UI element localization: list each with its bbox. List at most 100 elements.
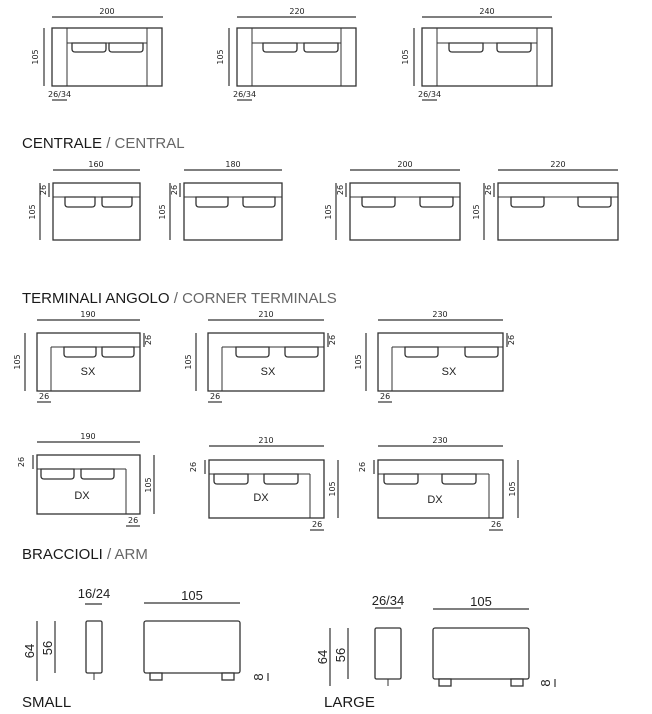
back-label: 26 — [358, 462, 367, 472]
arm-foot — [149, 672, 163, 681]
corner-dx-3: 230 26 105 DX 26 — [358, 436, 519, 531]
arm-label: 26 — [39, 392, 49, 401]
arm-foot — [221, 672, 235, 681]
arm-label: 26/34 — [418, 90, 441, 99]
back-label: 26 — [484, 185, 493, 195]
seat-cushion — [71, 42, 107, 53]
width-label: 190 — [80, 432, 95, 441]
central-3: 200 105 26 — [324, 160, 461, 241]
arm-foot — [510, 678, 524, 687]
central-1: 160 105 26 — [28, 160, 141, 241]
seat-cushion — [448, 42, 484, 53]
width-label: 200 — [99, 7, 114, 16]
central-4: 220 105 26 — [472, 160, 619, 241]
module-outline — [52, 182, 141, 241]
arm-label: 26 — [380, 392, 390, 401]
height-label: 64 — [22, 644, 37, 658]
end-sofa-2: 220 105 26/34 — [216, 7, 357, 101]
width-label: 160 — [88, 160, 103, 169]
back-label: 26 — [507, 335, 516, 345]
corner-sx-1: 190 105 26 SX 26 — [13, 310, 153, 403]
arm-label: 26/34 — [233, 90, 256, 99]
arm-large: 26/34 64 56 105 8 LARGE — [315, 593, 556, 711]
thickness-label: 16/24 — [78, 586, 111, 601]
central-2: 180 105 26 — [158, 160, 283, 241]
depth-label: 105 — [158, 204, 167, 219]
foot-label: 8 — [251, 673, 266, 680]
small-label: SMALL — [22, 694, 71, 711]
back-label: 26 — [328, 335, 337, 345]
height-label: 64 — [315, 650, 330, 664]
corner-sx-3: 230 105 26 SX 26 — [354, 310, 516, 403]
back-label: 26 — [189, 462, 198, 472]
corner-dx-2: 210 26 105 DX 26 — [189, 436, 339, 531]
seat-cushion — [108, 42, 144, 53]
thickness-label: 26/34 — [372, 593, 405, 608]
back-label: 26 — [170, 185, 179, 195]
depth-label: 105 — [184, 354, 193, 369]
width-label: 230 — [432, 436, 447, 445]
depth-label: 105 — [508, 481, 517, 496]
arm-front-view — [432, 627, 530, 680]
width-label: 240 — [479, 7, 494, 16]
depth-label: 105 — [324, 204, 333, 219]
arm-label: 26 — [128, 516, 138, 525]
side-mark: DX — [427, 494, 443, 506]
arm-label: 26 — [312, 520, 322, 529]
back-label: 26 — [39, 185, 48, 195]
central-heading: CENTRALE / CENTRAL — [22, 135, 185, 152]
arm-side-view — [374, 627, 402, 680]
corner-sx-2: 210 105 26 SX 26 — [184, 310, 337, 403]
width-label: 220 — [289, 7, 304, 16]
depth-label: 105 — [472, 204, 481, 219]
seat-cushion — [303, 42, 339, 53]
length-label: 105 — [470, 594, 492, 609]
depth-label: 105 — [13, 354, 22, 369]
width-label: 210 — [258, 310, 273, 319]
seat-cushion — [262, 42, 298, 53]
side-mark: DX — [253, 492, 269, 504]
sofa-outline — [51, 27, 163, 87]
seat-label: 56 — [333, 648, 348, 662]
depth-label: 105 — [328, 481, 337, 496]
arm-front-view — [143, 620, 241, 674]
back-label: 26 — [336, 185, 345, 195]
end-sofa-3: 240 105 26/34 — [401, 7, 553, 101]
corner-dx-1: 190 26 105 DX 26 — [17, 432, 155, 527]
seat-cushion — [496, 42, 532, 53]
width-label: 210 — [258, 436, 273, 445]
side-mark: SX — [81, 366, 96, 378]
large-label: LARGE — [324, 694, 375, 711]
end-sofa-1: 200 105 26/34 — [31, 7, 163, 101]
arm-small: 16/24 64 56 105 8 SMALL — [22, 586, 269, 711]
arm-side-view — [85, 620, 103, 674]
width-label: 230 — [432, 310, 447, 319]
arm-label: 26 — [491, 520, 501, 529]
arm-foot — [438, 678, 452, 687]
side-mark: DX — [74, 490, 90, 502]
sofa-outline — [236, 27, 357, 87]
depth-label: 105 — [144, 477, 153, 492]
back-label: 26 — [144, 335, 153, 345]
length-label: 105 — [181, 588, 203, 603]
depth-label: 105 — [401, 49, 410, 64]
width-label: 200 — [397, 160, 412, 169]
arm-label: 26/34 — [48, 90, 71, 99]
corner-heading: TERMINALI ANGOLO / CORNER TERMINALS — [22, 290, 337, 307]
depth-label: 105 — [354, 354, 363, 369]
width-label: 220 — [550, 160, 565, 169]
foot-label: 8 — [538, 679, 553, 686]
depth-label: 105 — [28, 204, 37, 219]
depth-label: 105 — [216, 49, 225, 64]
arm-label: 26 — [210, 392, 220, 401]
width-label: 190 — [80, 310, 95, 319]
side-mark: SX — [442, 366, 457, 378]
depth-label: 105 — [31, 49, 40, 64]
arm-heading: BRACCIOLI / ARM — [22, 546, 148, 563]
side-mark: SX — [261, 366, 276, 378]
seat-label: 56 — [40, 641, 55, 655]
back-label: 26 — [17, 457, 26, 467]
width-label: 180 — [225, 160, 240, 169]
sofa-outline — [421, 27, 553, 87]
